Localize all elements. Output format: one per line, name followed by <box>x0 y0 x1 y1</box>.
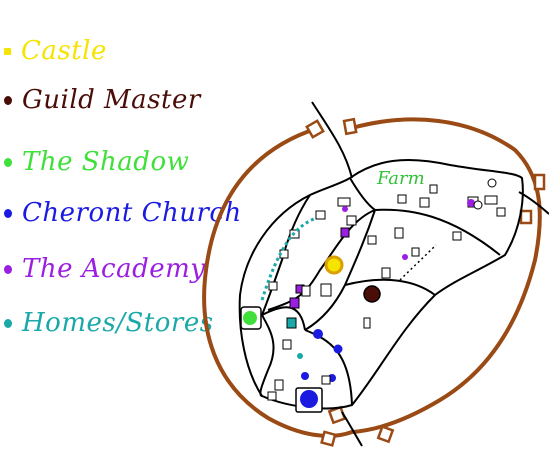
tower-se2 <box>376 425 395 444</box>
home-icon <box>467 199 475 207</box>
tower-s2 <box>320 430 337 447</box>
home-icon <box>402 254 408 260</box>
home-icon <box>429 184 438 194</box>
legend-item-castle: Castle <box>4 34 107 68</box>
tower-nw <box>305 119 325 139</box>
tower-s <box>327 405 347 425</box>
district-outline <box>238 158 524 410</box>
shadow-swatch-icon <box>4 157 12 167</box>
academy-building-icon <box>289 297 300 309</box>
legend-item-the-shadow: The Shadow <box>4 145 189 179</box>
home-icon <box>452 231 462 241</box>
home-icon <box>342 206 348 212</box>
homes-swatch-icon <box>4 318 12 328</box>
home-icon <box>484 195 498 205</box>
legend-item-the-academy: The Academy <box>4 252 205 286</box>
legend-label: The Academy <box>22 254 206 284</box>
street-4 <box>344 278 436 296</box>
church-chapel-icon <box>301 372 309 380</box>
academy-swatch-icon <box>4 264 12 274</box>
guild-master-swatch-icon <box>4 95 12 105</box>
street-1 <box>349 177 501 256</box>
city-wall <box>202 117 542 438</box>
street-7 <box>261 306 306 331</box>
home-icon <box>367 235 377 245</box>
road-north <box>311 101 353 179</box>
home-icon <box>394 227 404 239</box>
academy-building-icon <box>320 283 332 297</box>
road-south <box>341 411 363 447</box>
farm-label: Farm <box>376 168 425 189</box>
home-icon <box>397 194 407 204</box>
legend-label: Cheront Church <box>22 198 242 228</box>
west-walkway <box>260 216 317 301</box>
academy-building-icon <box>340 227 350 238</box>
home-icon <box>363 317 371 329</box>
shadow-marker-dot-icon <box>243 311 257 325</box>
castle-swatch-icon <box>4 47 11 55</box>
street-6 <box>259 314 275 397</box>
legend-item-cheront-church: Cheront Church <box>4 196 242 230</box>
church-marker-dot-icon <box>300 390 318 408</box>
guild-master-marker-icon <box>363 285 381 303</box>
home-icon <box>267 391 277 401</box>
home-icon <box>321 375 331 385</box>
home-icon <box>411 247 420 257</box>
tower-n <box>342 117 358 136</box>
road-east <box>518 191 549 215</box>
home-icon <box>315 210 326 220</box>
legend-label: Castle <box>21 36 107 66</box>
street-8 <box>261 194 311 316</box>
home-icon <box>297 353 303 359</box>
church-chapel-icon <box>333 344 343 354</box>
home-icon <box>381 267 391 279</box>
home-icon <box>337 197 351 207</box>
home-icon <box>274 379 284 391</box>
church-chapel-icon <box>313 329 323 339</box>
legend-label: The Shadow <box>22 147 190 177</box>
tower-e <box>533 173 546 191</box>
home-icon <box>268 281 278 291</box>
home-icon <box>473 200 483 210</box>
east-walkway <box>399 244 437 281</box>
home-icon <box>282 339 292 350</box>
map-legend: Castle Guild Master The Shadow Cheront C… <box>0 0 241 360</box>
legend-label: Guild Master <box>22 85 201 115</box>
home-icon <box>346 215 357 226</box>
tower-se <box>519 209 533 225</box>
home-icon <box>301 285 311 297</box>
home-icon <box>487 178 497 188</box>
home-icon <box>286 317 297 329</box>
church-swatch-icon <box>4 208 12 218</box>
legend-item-homes-stores: Homes/Stores <box>4 306 214 340</box>
home-icon <box>496 207 506 217</box>
castle-marker-icon <box>324 255 344 275</box>
legend-label: Homes/Stores <box>22 308 214 338</box>
home-icon <box>419 197 430 208</box>
legend-item-guild-master: Guild Master <box>4 83 201 117</box>
